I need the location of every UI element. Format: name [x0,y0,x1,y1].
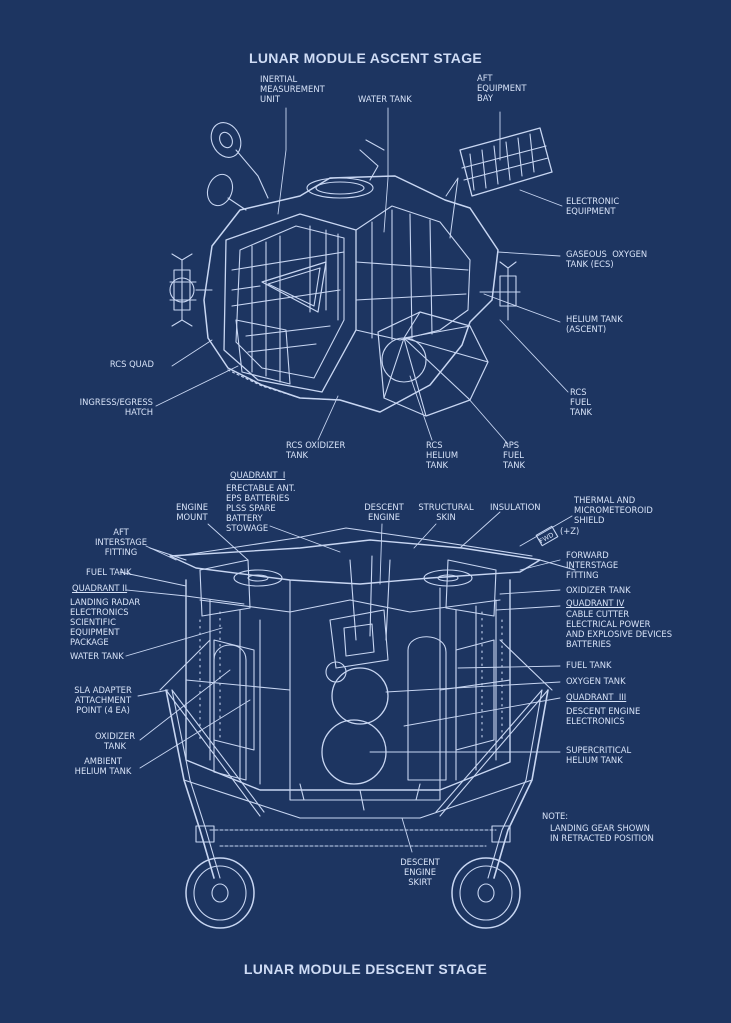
label-oxidizer-tank-right: OXIDIZER TANK [566,585,631,595]
label-insulation: INSULATION [490,502,541,512]
ascent-leader-lines [155,107,569,445]
label-sla-adapter: SLA ADAPTER ATTACHMENT POINT (4 EA) [74,685,132,715]
descent-stage-drawing [149,525,576,929]
label-quadrant-ii-items: LANDING RADAR ELECTRONICS SCIENTIFIC EQU… [70,597,141,647]
label-plus-z: (+Z) [560,526,580,536]
label-quadrant-i: QUADRANT I [230,470,286,480]
label-oxygen-tank: OXYGEN TANK [566,676,626,686]
label-ambient-helium-tank: AMBIENT HELIUM TANK [74,756,132,776]
label-engine-mount: ENGINE MOUNT [175,502,209,522]
label-rcs-oxidizer-tank: RCS OXIDIZER TANK [286,440,346,460]
label-forward-interstage-fitting: FORWARD INTERSTAGE FITTING [566,550,619,580]
label-aft-interstage-fitting: AFT INTERSTAGE FITTING [94,527,148,557]
label-structural-skin: STRUCTURAL SKIN [418,502,474,522]
label-helium-tank-ascent: HELIUM TANK (ASCENT) [566,314,623,334]
label-water-tank-ascent: WATER TANK [358,94,412,104]
label-quadrant-iii: QUADRANT III [566,692,627,702]
label-quadrant-ii: QUADRANT II [72,583,128,593]
label-fuel-tank-right: FUEL TANK [566,660,612,670]
label-aps-fuel-tank: APS FUEL TANK [503,440,525,470]
label-quadrant-iv: QUADRANT IV [566,598,625,608]
label-quadrant-iii-items: DESCENT ENGINE ELECTRONICS [566,706,641,726]
ascent-stage-drawing [169,122,553,417]
label-ingress-egress-hatch: INGRESS/EGRESS HATCH [79,397,153,417]
label-inertial-measurement-unit: INERTIAL MEASUREMENT UNIT [260,74,325,104]
label-oxidizer-tank-left: OXIDIZER TANK [94,731,136,751]
label-electronic-equipment: ELECTRONIC EQUIPMENT [566,196,620,216]
label-thermal-shield: THERMAL AND MICROMETEOROID SHIELD [574,495,653,525]
label-note-text: LANDING GEAR SHOWN IN RETRACTED POSITION [550,823,654,843]
label-supercritical-helium-tank: SUPERCRITICAL HELIUM TANK [566,745,632,765]
label-aft-equipment-bay: AFT EQUIPMENT BAY [477,73,527,103]
label-descent-engine: DESCENT ENGINE [364,502,404,522]
label-rcs-quad: RCS QUAD [109,359,154,369]
label-rcs-fuel-tank: RCS FUEL TANK [570,387,592,417]
label-note: NOTE: [542,811,569,821]
label-quadrant-iv-items: CABLE CUTTER ELECTRICAL POWER AND EXPLOS… [566,609,673,649]
label-gaseous-oxygen-tank: GASEOUS OXYGEN TANK (ECS) [566,249,648,269]
label-descent-engine-skirt: DESCENT ENGINE SKIRT [400,857,440,887]
label-quadrant-i-items: ERECTABLE ANT. EPS BATTERIES PLSS SPARE … [226,483,296,533]
label-water-tank-descent: WATER TANK [70,651,124,661]
label-rcs-helium-tank: RCS HELIUM TANK [426,440,459,470]
descent-leader-lines [119,511,573,853]
ascent-stage-title: LUNAR MODULE ASCENT STAGE [248,50,483,66]
label-fuel-tank-left: FUEL TANK [86,567,132,577]
descent-stage-title: LUNAR MODULE DESCENT STAGE [243,961,488,977]
